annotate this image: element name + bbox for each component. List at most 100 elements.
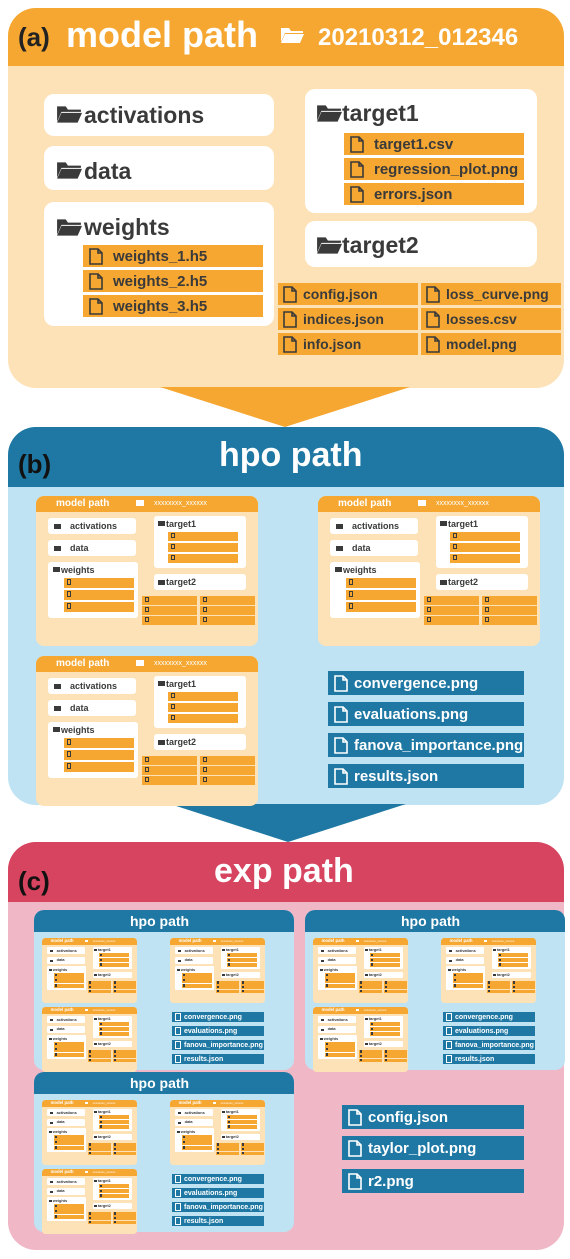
folder-icon xyxy=(94,1179,98,1182)
folder-icon xyxy=(418,500,426,506)
file-icon xyxy=(203,767,207,772)
file-icon xyxy=(446,1013,452,1021)
mini-weights-file xyxy=(54,1214,85,1219)
mini-model-file xyxy=(142,766,197,775)
mini-target2-label: target2 xyxy=(97,1040,111,1046)
mini-model-file xyxy=(240,985,265,989)
mini-activations-label: activations xyxy=(70,681,118,691)
mini-target1-file xyxy=(497,958,528,963)
folder-icon xyxy=(316,103,342,128)
mini-hpo-file: evaluations.png xyxy=(443,1026,535,1036)
activations-folder xyxy=(44,94,274,136)
folder-icon xyxy=(177,950,181,953)
mini-data-folder xyxy=(330,540,418,556)
mini-weights-label: weights xyxy=(61,725,95,735)
mini-model-file xyxy=(383,989,408,994)
mini-activations-folder xyxy=(48,518,136,534)
file-weights-1: weights_1.h5 xyxy=(83,245,263,267)
exp-path-label: (c) xyxy=(18,866,50,896)
mini-hpo-file: convergence.png xyxy=(172,1174,264,1184)
data-folder xyxy=(44,146,274,190)
file-icon xyxy=(100,1194,103,1197)
file-icon xyxy=(88,990,91,993)
exp-path-header xyxy=(8,842,564,902)
mini-target2-folder xyxy=(92,1040,133,1048)
file-icon xyxy=(371,958,374,961)
mini-model-header xyxy=(318,496,540,512)
mini-model-file xyxy=(112,1054,137,1058)
mini-model-file xyxy=(486,981,511,985)
mini-target1-file xyxy=(98,953,129,958)
mini-target1-label: target1 xyxy=(368,1016,382,1022)
file-icon xyxy=(183,984,186,987)
mini-weights-label: weights xyxy=(451,966,467,972)
folder-icon xyxy=(222,948,226,951)
file-icon xyxy=(171,555,175,560)
mini-model-folder: xxxxxxxx_xxxxxx xyxy=(363,1008,387,1013)
mini-activations-folder xyxy=(47,1016,85,1024)
mini-model-title: model path xyxy=(321,938,345,944)
mini-data-folder xyxy=(47,1025,85,1033)
mini-target2-folder xyxy=(154,574,246,590)
arrow-model-to-hpo xyxy=(160,387,410,427)
mini-model-file xyxy=(200,616,255,625)
mini-data-folder xyxy=(47,1187,85,1195)
mini-weights-file xyxy=(54,1135,85,1140)
mini-model-file xyxy=(240,981,265,985)
mini-hpo-file: results.json xyxy=(172,1216,264,1226)
mini-hpo-title: hpo path xyxy=(130,1075,190,1091)
model-path-label: (a) xyxy=(18,22,50,52)
mini-weights-file xyxy=(325,1047,356,1052)
file-icon xyxy=(216,1147,219,1150)
mini-model-file xyxy=(215,985,240,989)
mini-activations-label: activations xyxy=(352,521,400,531)
mini-weights-file xyxy=(54,1140,85,1145)
file-icon xyxy=(88,981,91,984)
mini-target1-file xyxy=(450,532,520,541)
folder-icon xyxy=(49,1181,53,1184)
file-icon xyxy=(359,1054,362,1057)
mini-weights-label: weights xyxy=(52,966,68,972)
mini-model-file xyxy=(358,989,383,994)
mini-activations-label: activations xyxy=(70,521,118,531)
folder-icon xyxy=(177,959,181,962)
mini-model-file xyxy=(87,1220,112,1225)
file-icon xyxy=(446,1041,452,1049)
folder-icon xyxy=(94,1017,98,1020)
mini-activations-folder xyxy=(47,1178,85,1186)
hpo-path-title: hpo path xyxy=(219,436,363,474)
mini-model-file xyxy=(87,1216,112,1220)
folder-icon xyxy=(365,974,369,977)
mini-target2-label: target2 xyxy=(225,1133,239,1139)
mini-target1-label: target1 xyxy=(496,947,510,953)
mini-model-header xyxy=(42,1169,138,1176)
file-icon xyxy=(359,1050,362,1053)
file-icon xyxy=(175,1055,181,1063)
file-icon xyxy=(228,1125,231,1128)
mini-weights-file xyxy=(64,750,134,760)
mini-target2-label: target2 xyxy=(166,737,197,747)
folder-icon xyxy=(320,968,324,971)
file-icon xyxy=(228,958,231,961)
folder-icon xyxy=(158,580,165,585)
mini-target1-file xyxy=(450,543,520,552)
folder-icon xyxy=(177,1112,181,1115)
folder-icon xyxy=(158,521,165,526)
file-loss-curve: loss_curve.png xyxy=(421,283,561,305)
mini-data-label: data xyxy=(56,1026,65,1032)
file-icon xyxy=(384,981,387,984)
file-icon xyxy=(171,704,175,709)
mini-model-file xyxy=(142,596,197,605)
model-path-title: model path xyxy=(66,14,259,55)
folder-icon xyxy=(136,660,144,666)
folder-icon xyxy=(335,567,342,572)
file-icon xyxy=(113,990,116,993)
file-icon xyxy=(384,1059,387,1062)
mini-model-title: model path xyxy=(449,938,473,944)
folder-icon xyxy=(320,1019,324,1022)
file-icon xyxy=(216,1143,219,1146)
mini-weights-file xyxy=(54,1145,85,1150)
file-icon xyxy=(326,1042,329,1046)
